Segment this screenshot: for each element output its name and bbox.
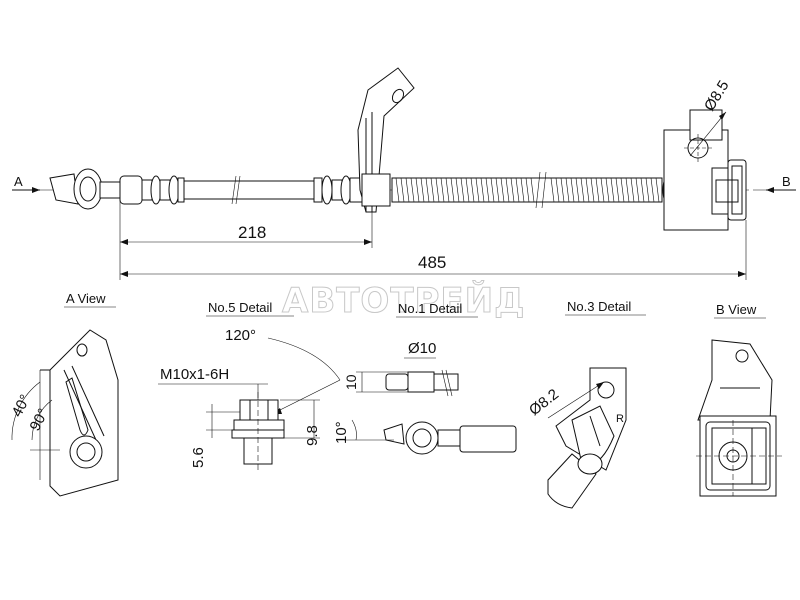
hose-rib [585,177,590,203]
hose-rib [575,177,580,203]
hose-rib [420,177,425,203]
no3-detail: No.3 Detail Ø8.2 R [526,299,646,509]
main-hose-view: A B [12,67,796,280]
dimension-218: 218 [119,200,373,280]
end-a-arrowhead [32,187,40,193]
a-view-angle-1: 40° [9,392,35,420]
hose-rib [570,177,575,203]
hose-rib [415,177,420,203]
banjo-fitting [49,168,121,210]
b-view-title: B View [716,302,757,317]
smooth-hose [183,180,315,200]
hose-rib [615,177,620,203]
a-view-angle-2: 90° [27,406,53,434]
left-ferrule [119,175,185,205]
hose-rib [395,177,400,203]
end-b-arrowhead [766,187,774,193]
dim-hole-label: Ø8.5 [701,78,733,115]
hose-rib [610,177,615,203]
hose-rib [630,177,635,203]
hose-rib [590,177,595,203]
no1-title: No.1 Detail [398,301,462,316]
hose-rib [500,177,505,203]
hose-rib [445,177,450,203]
hose-rib [560,177,565,203]
hose-rib [515,177,520,203]
hose-rib [505,177,510,203]
hose-rib [475,177,480,203]
dim-total-label: 485 [418,253,446,272]
hose-rib [450,177,455,203]
hose-rib [410,177,415,203]
no5-angle-label: 120° [225,327,256,344]
no5-dim-left: 5.6 [190,447,207,468]
hose-rib [490,177,495,203]
dimension-485: 485 [120,220,747,280]
hose-rib [595,177,600,203]
hole-leader [689,111,727,157]
watermark: АВТОТРЕЙД [282,280,525,321]
hose-rib [430,177,435,203]
hose-rib [600,177,605,203]
hose-rib [565,177,570,203]
end-a-label: A [14,174,23,189]
hose-rib [510,177,515,203]
hose-rib [530,177,535,203]
hose-rib [525,177,530,203]
hose-rib [405,177,410,203]
hose-rib [485,177,490,203]
hose-rib [455,177,460,203]
hose-rib [605,177,610,203]
hose-rib [460,177,465,203]
hose-corrugation [395,177,660,203]
mount-bracket [357,67,415,213]
b-view-detail: B View [696,302,782,497]
hose-rib [480,177,485,203]
no1-height: 10 [343,374,359,390]
hose-rib [620,177,625,203]
hose-rib [635,177,640,203]
hose-rib [495,177,500,203]
hose-rib [465,177,470,203]
hose-rib [650,177,655,203]
hose-rib [655,177,660,203]
no5-dim-right: 9.8 [304,425,321,446]
right-end-fitting [663,109,747,231]
no1-detail: No.1 Detail Ø10 10 10° [333,301,517,455]
no3-diameter: Ø8.2 [526,386,562,419]
no5-thread-label: M10x1-6H [160,366,229,383]
hose-rib [425,177,430,203]
hose-rib [555,177,560,203]
no3-radius: R [616,413,624,425]
hose-rib [470,177,475,203]
hose-rib [645,177,650,203]
no5-title: No.5 Detail [208,300,272,315]
hose-rib [640,177,645,203]
dim-short-label: 218 [238,223,266,242]
corrugated-hose [391,177,663,203]
hose-rib [625,177,630,203]
a-view-title: A View [66,291,106,306]
hose-rib [550,177,555,203]
hose-rib [580,177,585,203]
no5-detail: No.5 Detail 120° M10x1-6H 5.6 9.8 [158,300,341,470]
end-b-label: B [782,174,791,189]
hose-rib [435,177,440,203]
hose-rib [520,177,525,203]
no1-diameter: Ø10 [408,340,436,357]
no3-title: No.3 Detail [567,299,631,314]
a-view-detail: A View 40° 90° [9,291,119,497]
hose-rib [400,177,405,203]
hose-rib [440,177,445,203]
no1-angle: 10° [333,421,350,444]
